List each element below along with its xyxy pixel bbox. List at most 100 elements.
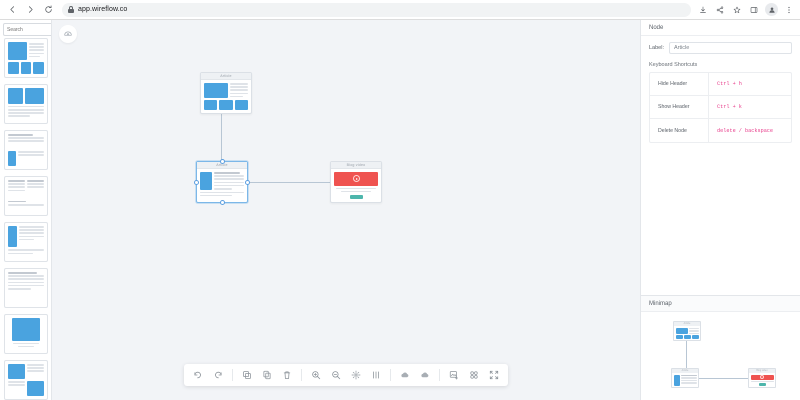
template-thumbnail[interactable] [4,222,48,262]
canvas-toolbar [184,364,508,386]
minimap-node-article-main: Article [671,368,699,388]
shortcut-keys: delete / backspace [708,119,791,142]
template-thumbnail[interactable] [4,38,48,78]
edge-video-to-main [248,182,330,183]
node-handle-left[interactable] [194,179,199,185]
minimap[interactable]: Article Article [641,312,800,400]
template-thumbnail[interactable] [4,268,48,308]
flow-canvas[interactable]: Article Article [52,20,640,400]
node-thumb-block [234,100,248,110]
properties-panel: Node Label: Keyboard Shortcuts Hide Head… [640,20,800,400]
node-title: Blog video [331,162,381,169]
node-body [197,169,247,202]
node-thumb-block [204,100,218,110]
minimap-node-article-top: Article [673,321,701,341]
install-icon[interactable] [697,4,709,16]
app-shell: Article Article [0,20,800,400]
align-columns-button[interactable] [370,369,382,381]
minimap-edge-horizontal [699,378,748,379]
zoom-in-button[interactable] [310,369,322,381]
template-sidebar [0,20,52,400]
shortcut-row: Show Header Ctrl + k [650,96,791,119]
node-label-row: Label: [641,36,800,60]
minimap-video-block [750,374,774,380]
template-thumbnail[interactable] [4,360,48,400]
panel-spacer [641,143,800,295]
collapse-button[interactable] [488,369,500,381]
flow-node-blog-video[interactable]: Blog video [330,161,382,203]
edge-main-to-top [221,114,222,161]
add-image-button[interactable] [448,369,460,381]
shortcut-keys: Ctrl + h [708,73,791,95]
node-body [331,169,381,202]
undo-button[interactable] [192,369,204,381]
cta-button-block [349,195,363,199]
duplicate-button[interactable] [261,369,273,381]
shortcuts-title: Keyboard Shortcuts [649,62,698,68]
delete-button[interactable] [281,369,293,381]
grid-snap-button[interactable] [468,369,480,381]
node-thumb-block [219,100,233,110]
node-image-block [200,172,212,190]
sidebar-search-row [0,20,51,38]
cloud-save-button[interactable] [399,369,411,381]
copy-button[interactable] [241,369,253,381]
node-handle-bottom[interactable] [219,200,225,205]
minimap-node-title: Article [674,322,700,326]
side-panel-icon[interactable] [748,4,760,16]
template-thumbnail[interactable] [4,130,48,170]
fit-view-button[interactable] [350,369,362,381]
node-body [201,80,251,113]
node-title: Article [197,162,247,169]
lock-icon [68,6,74,13]
flow-node-article-main[interactable]: Article [194,159,250,205]
search-input[interactable] [3,23,51,36]
shortcut-keys: Ctrl + k [708,96,791,118]
toolbar-separator [301,369,302,381]
browser-actions [697,3,800,16]
minimap-node-blog-video: Blog video [748,368,776,388]
minimap-node-body [674,326,700,340]
back-arrow-icon[interactable] [4,2,20,18]
video-block [334,172,378,186]
profile-avatar-icon[interactable] [765,3,778,16]
redo-button[interactable] [212,369,224,381]
template-thumbnail[interactable] [4,84,48,124]
node-title: Article [201,73,251,80]
shortcut-row: Delete Node delete / backspace [650,119,791,142]
shortcut-action: Delete Node [658,127,687,134]
url-text: app.wireflow.co [78,6,128,13]
play-icon [352,175,360,183]
toolbar-separator [390,369,391,381]
bookmark-star-icon[interactable] [731,4,743,16]
template-thumbnail-list[interactable] [0,38,51,400]
forward-arrow-icon[interactable] [22,2,38,18]
share-icon[interactable] [714,4,726,16]
browser-toolbar: app.wireflow.co [0,0,800,20]
toolbar-separator [232,369,233,381]
node-handle-right[interactable] [245,179,250,185]
shortcut-row: Hide Header Ctrl + h [650,73,791,96]
chrome-menu-icon[interactable] [783,4,795,16]
cloud-load-button[interactable] [419,369,431,381]
browser-nav-buttons [0,2,56,18]
minimap-node-body [749,373,775,387]
template-thumbnail[interactable] [4,314,48,354]
node-image-block [204,83,228,98]
address-bar[interactable]: app.wireflow.co [62,2,691,17]
reload-icon[interactable] [40,2,56,18]
node-handle-top[interactable] [219,159,225,164]
flow-node-article-top[interactable]: Article [200,72,252,114]
zoom-out-button[interactable] [330,369,342,381]
minimap-node-body [672,373,698,387]
template-thumbnail[interactable] [4,176,48,216]
keyboard-shortcuts-table: Hide Header Ctrl + h Show Header Ctrl + … [649,72,792,143]
home-icon[interactable] [59,25,77,43]
minimap-node-title: Article [672,369,698,373]
minimap-edge-vertical [686,341,687,368]
node-section-title: Node [641,20,800,36]
shortcut-action: Show Header [658,104,690,110]
toolbar-separator [439,369,440,381]
minimap-title: Minimap [641,295,800,312]
node-label-input[interactable] [669,42,792,54]
